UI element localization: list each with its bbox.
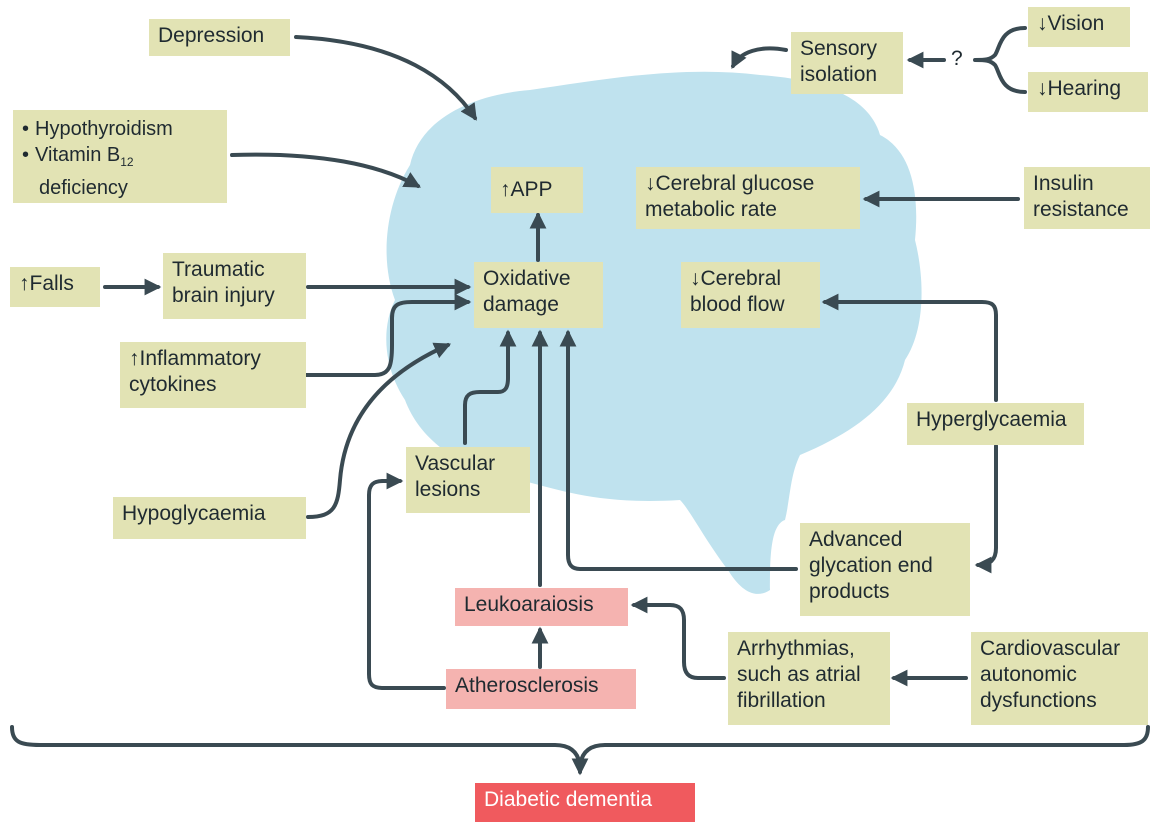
node-advanced-glycation: Advanced glycation end products <box>800 523 970 616</box>
arrow-hyper-age <box>974 444 998 574</box>
arrow-age <box>559 329 798 571</box>
node-falls: ↑Falls <box>10 267 100 307</box>
node-tbi: Traumatic brain injury <box>163 253 306 319</box>
node-cardio-line2: autonomic <box>980 663 1077 686</box>
node-deficiency-line: deficiency <box>39 177 128 199</box>
node-cardiovascular-autonomic: Cardiovascular autonomic dysfunctions <box>971 632 1148 725</box>
node-sensory-line2: isolation <box>800 63 878 86</box>
node-cytokines-line2: cytokines <box>129 373 217 396</box>
arrow-depression <box>294 35 477 121</box>
node-vision: ↓Vision <box>1028 7 1130 47</box>
node-tbi-line1: Traumatic <box>172 258 265 281</box>
node-vascular-lesions: Vascular lesions <box>406 447 530 513</box>
node-arrhythmias: Arrhythmias, such as atrial fibrillation <box>728 632 890 725</box>
node-hypoglycaemia: Hypoglycaemia <box>113 497 306 539</box>
node-insulin-line1: Insulin <box>1033 172 1094 195</box>
node-sensory-line1: Sensory <box>800 37 878 60</box>
node-oxidative-damage: Oxidative damage <box>474 262 603 328</box>
node-insulin-line2: resistance <box>1033 198 1129 221</box>
node-hypothyroidism: Hypothyroidism Vitamin B12 deficiency <box>13 110 227 203</box>
arrow-sensory <box>731 46 788 70</box>
node-cerebral-glucose-line1: ↓Cerebral glucose <box>645 172 815 195</box>
node-age-line3: products <box>809 580 890 603</box>
curly-brace-icon <box>10 725 1150 767</box>
arrow-hypoglycaemia <box>306 342 452 519</box>
arrow-cytokines <box>304 293 472 377</box>
node-inflammatory-cytokines: ↑Inflammatory cytokines <box>120 342 306 408</box>
node-oxidative-line1: Oxidative <box>483 267 571 290</box>
node-cardio-line1: Cardiovascular <box>980 637 1121 660</box>
node-hypothyroidism-line1: Hypothyroidism <box>22 116 218 142</box>
node-vitamin-sub: 12 <box>120 155 134 169</box>
arrow-athero-vascular <box>367 472 446 690</box>
node-vascular-line1: Vascular <box>415 452 496 475</box>
node-arrhythmias-line2: such as atrial <box>737 663 861 686</box>
node-cerebral-glucose: ↓Cerebral glucose metabolic rate <box>636 167 860 229</box>
node-blood-flow-line1: ↓Cerebral <box>690 267 782 290</box>
node-vascular-line2: lesions <box>415 478 481 501</box>
node-tbi-line2: brain injury <box>172 284 275 307</box>
node-cytokines-line1: ↑Inflammatory <box>129 347 261 370</box>
node-hearing: ↓Hearing <box>1028 72 1148 112</box>
node-arrhythmias-line3: fibrillation <box>737 689 826 712</box>
bracket-vision-hearing <box>973 26 1027 94</box>
arrow-hypothyroidism <box>230 152 421 188</box>
question-mark: ? <box>951 47 963 70</box>
node-insulin-resistance: Insulin resistance <box>1024 167 1150 229</box>
node-app: ↑APP <box>491 167 583 213</box>
node-vitamin-line: Vitamin B12 <box>22 142 218 175</box>
node-vitamin-text: Vitamin B <box>35 144 121 166</box>
arrow-hyper-bloodflow <box>821 293 998 402</box>
node-atherosclerosis: Atherosclerosis <box>446 669 636 709</box>
node-depression: Depression <box>149 19 290 56</box>
node-cerebral-glucose-line2: metabolic rate <box>645 198 777 221</box>
node-sensory-isolation: Sensory isolation <box>791 32 903 94</box>
node-age-line2: glycation end <box>809 554 933 577</box>
brain-silhouette-icon <box>386 71 922 594</box>
node-cardio-line3: dysfunctions <box>980 689 1097 712</box>
arrow-arrhythmias <box>630 596 726 680</box>
node-diabetic-dementia: Diabetic dementia <box>475 783 695 822</box>
node-leukoaraiosis: Leukoaraiosis <box>455 588 628 626</box>
node-hyperglycaemia: Hyperglycaemia <box>907 403 1084 445</box>
node-blood-flow-line2: blood flow <box>690 293 785 316</box>
node-age-line1: Advanced <box>809 528 903 551</box>
node-arrhythmias-line1: Arrhythmias, <box>737 637 855 660</box>
node-oxidative-line2: damage <box>483 293 559 316</box>
arrow-vascular <box>463 329 517 445</box>
node-cerebral-blood-flow: ↓Cerebral blood flow <box>681 262 820 328</box>
